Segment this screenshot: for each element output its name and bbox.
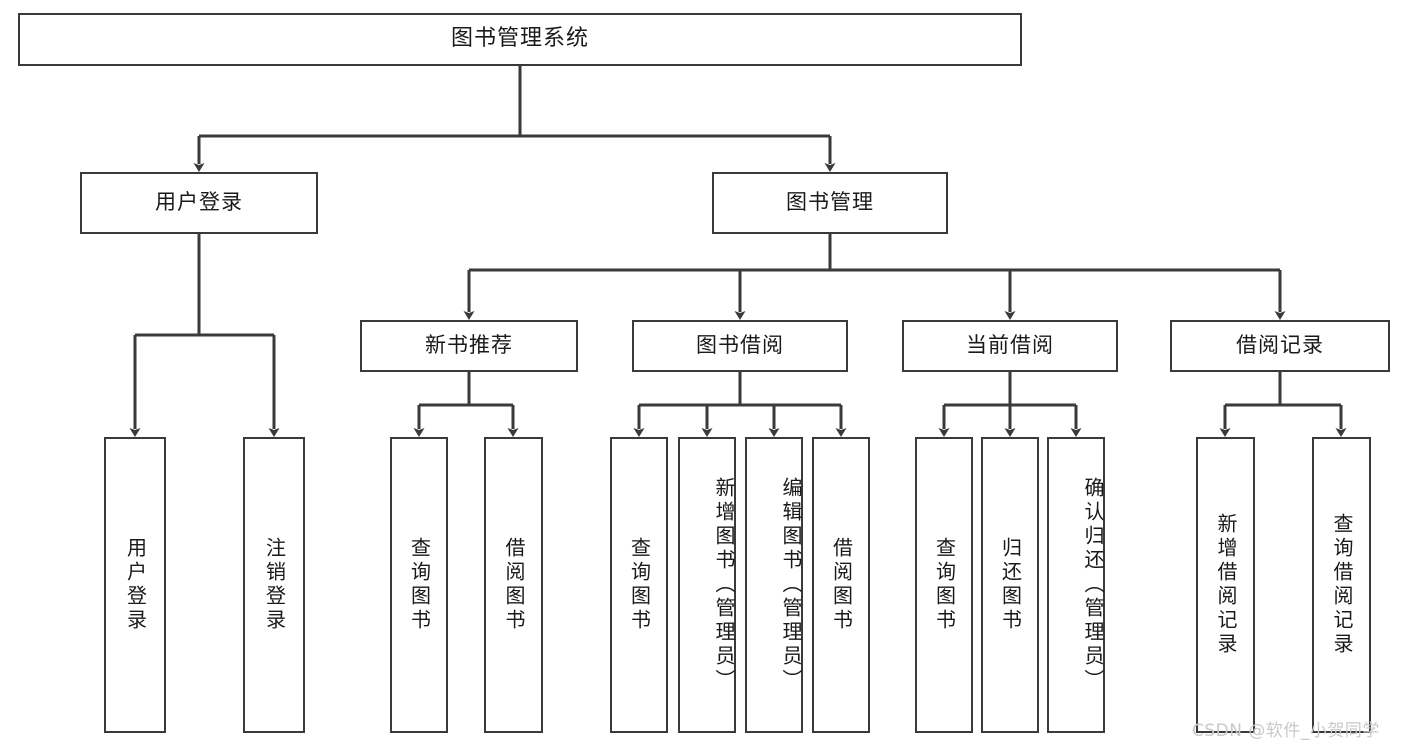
leaf-user-login[interactable]: 用户登录 — [104, 437, 166, 733]
node-book-management[interactable]: 图书管理 — [712, 172, 948, 234]
leaf-confirm-return-admin[interactable]: 确认归还（管理员） — [1047, 437, 1105, 733]
leaf-query-book-new[interactable]: 查询图书 — [390, 437, 448, 733]
leaf-query-book-borrow[interactable]: 查询图书 — [610, 437, 668, 733]
node-borrow-records[interactable]: 借阅记录 — [1170, 320, 1390, 372]
leaf-edit-book-admin[interactable]: 编辑图书（管理员） — [745, 437, 803, 733]
watermark: CSDN @软件_小贺同学 — [1192, 721, 1380, 741]
leaf-user-logout[interactable]: 注销登录 — [243, 437, 305, 733]
node-current-borrow[interactable]: 当前借阅 — [902, 320, 1118, 372]
leaf-return-book[interactable]: 归还图书 — [981, 437, 1039, 733]
node-root[interactable]: 图书管理系统 — [18, 13, 1022, 66]
leaf-add-borrow-record[interactable]: 新增借阅记录 — [1196, 437, 1255, 733]
node-new-book-recommend[interactable]: 新书推荐 — [360, 320, 578, 372]
leaf-borrow-book-new[interactable]: 借阅图书 — [484, 437, 543, 733]
node-book-borrow[interactable]: 图书借阅 — [632, 320, 848, 372]
node-user-login[interactable]: 用户登录 — [80, 172, 318, 234]
leaf-query-borrow-record[interactable]: 查询借阅记录 — [1312, 437, 1371, 733]
leaf-query-book-current[interactable]: 查询图书 — [915, 437, 973, 733]
leaf-add-book-admin[interactable]: 新增图书（管理员） — [678, 437, 736, 733]
leaf-borrow-book[interactable]: 借阅图书 — [812, 437, 870, 733]
